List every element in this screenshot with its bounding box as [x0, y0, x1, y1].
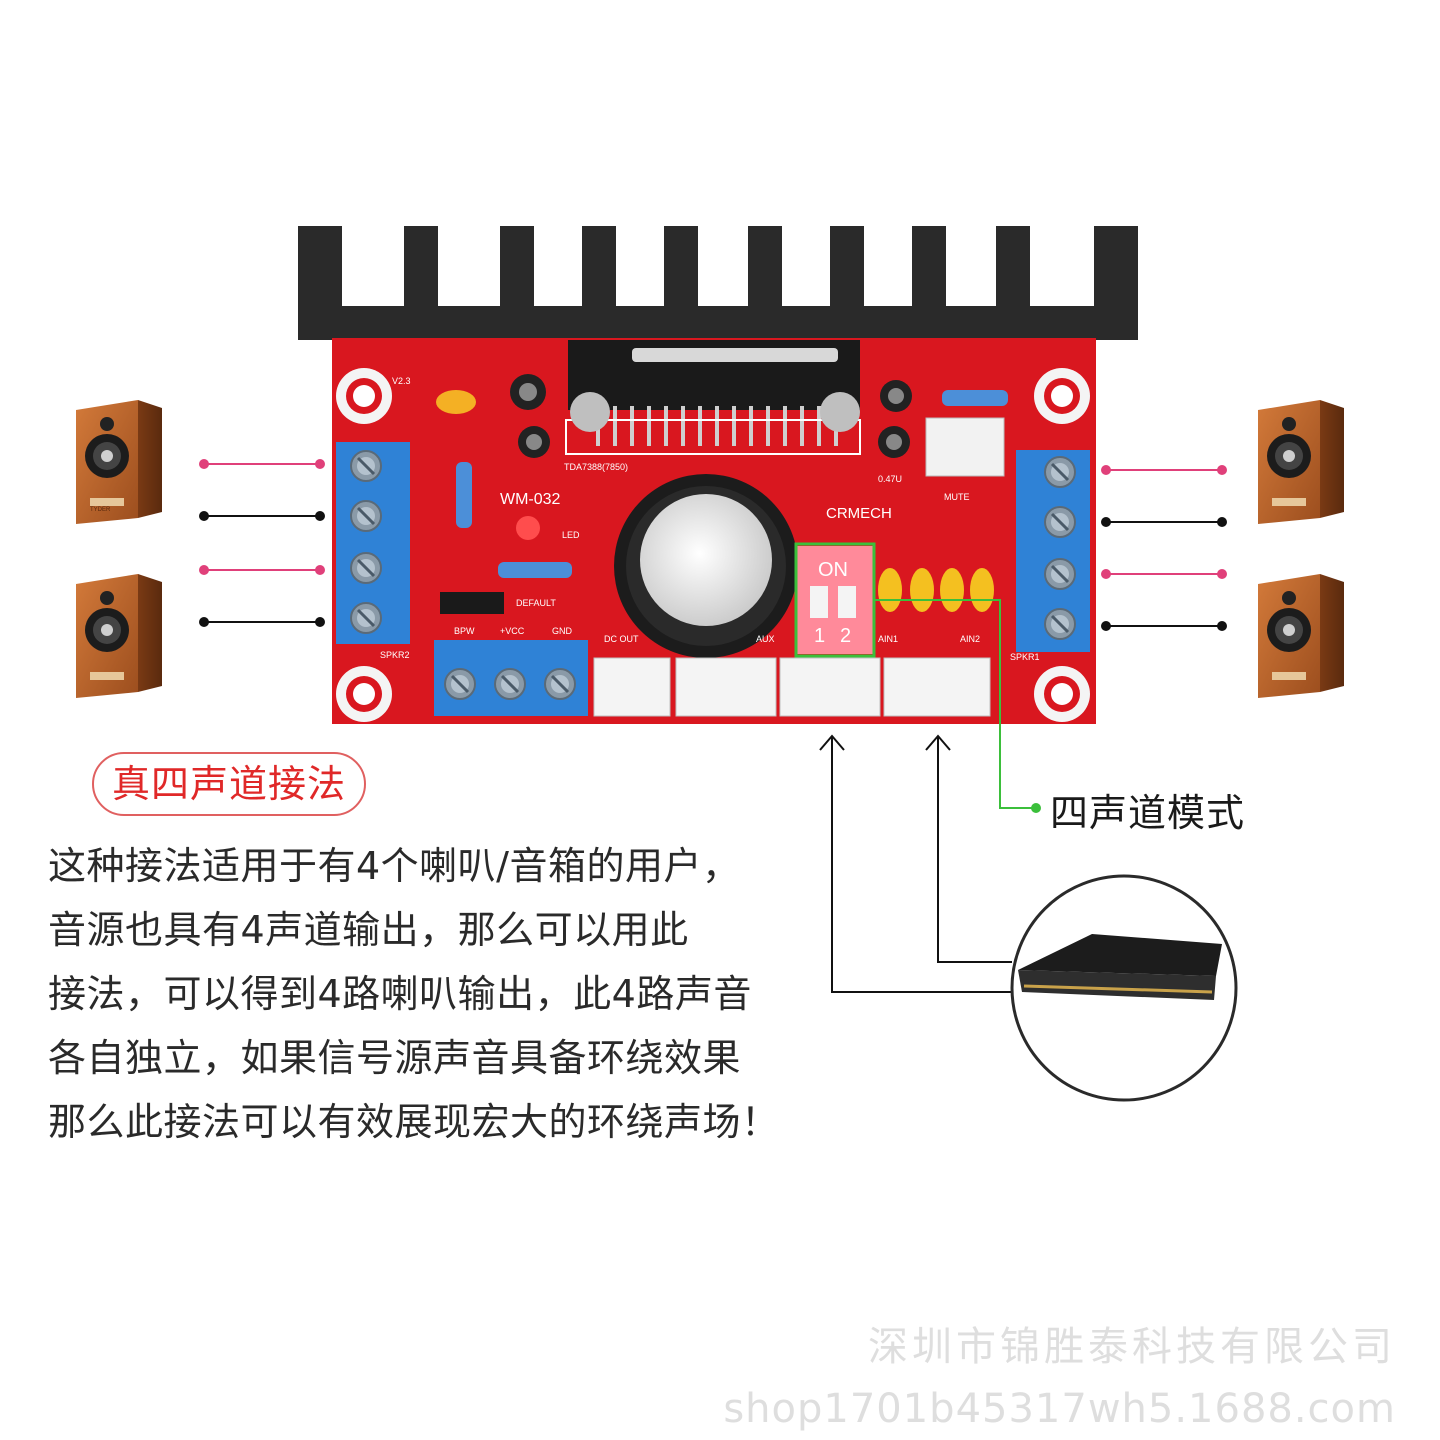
aux-label: AUX [756, 634, 775, 644]
led-label: LED [562, 530, 580, 540]
signal-lines [819, 734, 1012, 993]
heatsink-fin [1094, 226, 1138, 310]
heatsink-fin [664, 226, 698, 310]
wires-left [199, 459, 325, 627]
description: 这种接法适用于有4个喇叭/音箱的用户， 音源也具有4声道输出，那么可以用此 接法… [48, 834, 828, 1154]
terminal-power [434, 640, 588, 716]
description-line: 各自独立，如果信号源声音具备环绕效果 [48, 1036, 742, 1080]
main-capacitor [614, 474, 798, 658]
cap-label: 0.47U [878, 474, 902, 484]
speaker-front-right [1258, 400, 1344, 524]
chip-pin [800, 406, 804, 446]
mode-callout-line [874, 599, 1034, 809]
dvd-player [1010, 874, 1238, 1102]
dc-out-label: DC OUT [604, 634, 639, 644]
speaker-rear-left [76, 574, 162, 698]
board-brand: CRMECH [826, 505, 892, 522]
dip-on-label: ON [818, 559, 848, 581]
power-label-1: BPW [454, 626, 475, 636]
power-label-3: GND [552, 626, 573, 636]
description-line: 接法，可以得到4路喇叭输出，此4路声音 [48, 972, 752, 1016]
terminal-left [336, 442, 410, 644]
power-label-2: +VCC [500, 626, 525, 636]
watermark-company: 深圳市锦胜泰科技有限公司 [868, 1324, 1396, 1370]
spk2-label: SPKR2 [380, 650, 410, 660]
description-line: 音源也具有4声道输出，那么可以用此 [48, 908, 689, 952]
capacitors-small [436, 374, 912, 458]
heatsink-fin [748, 226, 782, 310]
heatsink-fin [298, 226, 342, 310]
chip-pin [698, 406, 702, 446]
description-line: 这种接法适用于有4个喇叭/音箱的用户， [48, 844, 741, 888]
heatsink-fin [830, 226, 864, 310]
heatsink-fin [582, 226, 616, 310]
speaker-front-left: TYDER [76, 400, 162, 524]
board-chip: TDA7388(7850) [564, 462, 628, 472]
chip-pin [630, 406, 634, 446]
heatsink-fin [404, 226, 438, 310]
mode-callout-dot [1031, 803, 1041, 813]
chip-pin [817, 406, 821, 446]
description-line: 那么此接法可以有效展现宏大的环绕声场！ [48, 1100, 780, 1144]
board-silkscreen: WM-032 CRMECH TDA7388(7850) V2.3 LED DEF… [380, 376, 1040, 662]
wires-right [1101, 465, 1227, 631]
mode-label: 四声道模式 [1050, 791, 1246, 835]
mute-header [925, 417, 1005, 477]
chip-pin [664, 406, 668, 446]
heatsink-fin [912, 226, 946, 310]
dip-num-2: 2 [840, 625, 851, 647]
heatsink-fin [500, 226, 534, 310]
input-connectors [593, 657, 991, 717]
dip-num-1: 1 [814, 625, 825, 647]
chip-pin [766, 406, 770, 446]
chip-pin [681, 406, 685, 446]
default-label: DEFAULT [516, 598, 556, 608]
chip-pin [783, 406, 787, 446]
dip-switch[interactable] [796, 546, 874, 654]
board-model: WM-032 [500, 491, 561, 508]
terminal-right [1016, 450, 1090, 652]
chip-pin [715, 406, 719, 446]
speaker-rear-right [1258, 574, 1344, 698]
resistors [456, 390, 1008, 578]
amplifier-chip [565, 340, 861, 455]
chip-pin [613, 406, 617, 446]
ain2-label: AIN2 [960, 634, 980, 644]
jumper [440, 592, 504, 614]
chip-pin [647, 406, 651, 446]
title-pill: 真四声道接法 [92, 752, 366, 816]
heatsink [298, 226, 1138, 340]
chip-pin [749, 406, 753, 446]
speaker-brand-label: TYDER [90, 507, 111, 513]
watermark-url: shop1701b45317wh5.1688.com [723, 1386, 1396, 1432]
chip-pin [732, 406, 736, 446]
mute-label: MUTE [944, 492, 970, 502]
ain1-label: AIN1 [878, 634, 898, 644]
heatsink-fin [996, 226, 1030, 310]
board-version: V2.3 [392, 376, 411, 386]
spk1-label: SPKR1 [1010, 652, 1040, 662]
